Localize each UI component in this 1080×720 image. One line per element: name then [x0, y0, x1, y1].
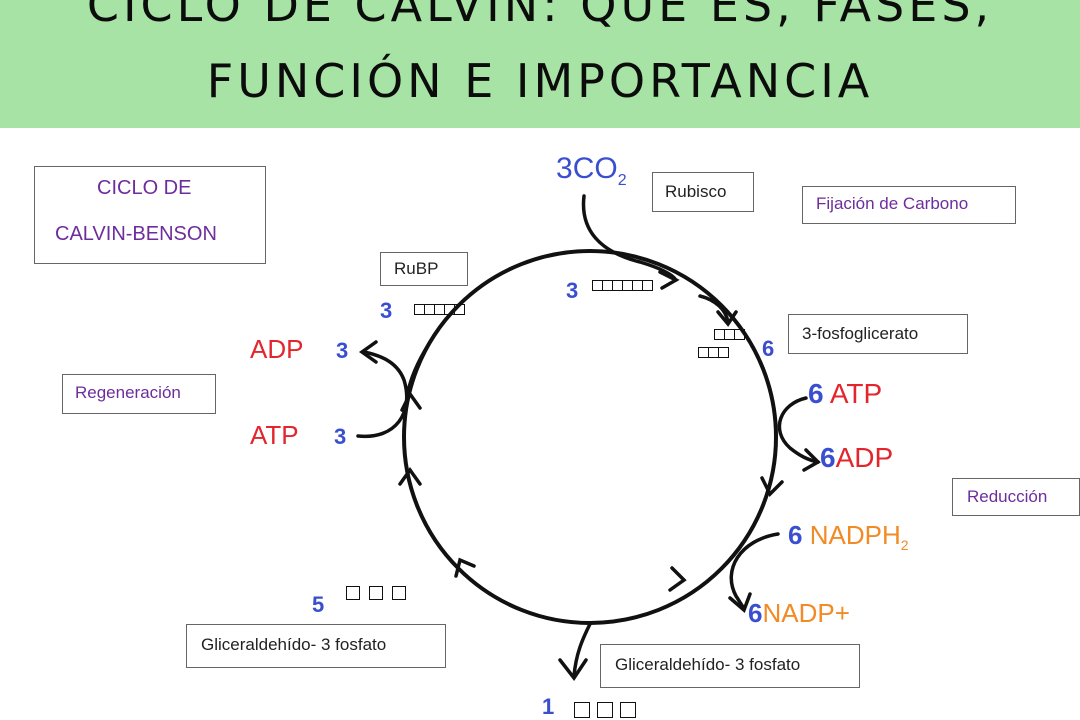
pga-count: 6: [762, 336, 775, 361]
atp-adp-arrow: [777, 396, 821, 472]
cycle-title-line-1: CICLO DE: [97, 177, 192, 199]
nadph-label: 6 NADPH2: [788, 520, 909, 553]
g3p-output-box: Gliceraldehído- 3 fosfato: [600, 644, 860, 688]
atp-in-text: ATP: [829, 378, 883, 409]
g3p-out-count: 1: [542, 694, 555, 719]
co2-count: 3: [556, 152, 573, 185]
atp-in-label: 6 ATP: [808, 378, 882, 410]
cycle-title-box: CICLO DE CALVIN-BENSON: [34, 166, 266, 264]
g3p-regen-box: Gliceraldehído- 3 fosfato: [186, 624, 446, 668]
six-carbon-chain: [592, 279, 653, 291]
regeneration-energy-arrow: [356, 340, 409, 439]
regen-atp-text: ATP: [250, 420, 299, 450]
rubp-count: 3: [380, 298, 393, 323]
g3p-regen-chain: [346, 586, 406, 600]
co2-formula: CO: [572, 152, 618, 185]
pga-label: 3-fosfoglicerato: [802, 324, 919, 343]
phase-regeneration-box: Regeneración: [62, 374, 216, 414]
co2-subscript: 2: [617, 172, 627, 189]
co2-label: 3CO2: [556, 152, 627, 190]
regen-atp-count: 3: [334, 424, 347, 449]
phase-fixation-box: Fijación de Carbono: [802, 186, 1016, 224]
phase-regeneration-label: Regeneración: [75, 383, 181, 402]
nadp-text: NADP+: [762, 598, 850, 628]
regen-adp-text: ADP: [250, 334, 304, 364]
adp-out-label: 6ADP: [820, 442, 893, 474]
page-title-line-1: CICLO DE CALVIN: QUÉ ES, FASES,: [86, 0, 994, 32]
rubp-box: RuBP: [380, 252, 468, 286]
g3p-output-arrow: [558, 622, 592, 681]
rubisco-label: Rubisco: [665, 182, 727, 201]
nadp-label: 6NADP+: [748, 598, 850, 629]
cycle-direction-arrows: [398, 390, 784, 592]
phase-reduction-label: Reducción: [967, 487, 1048, 506]
rubisco-box: Rubisco: [652, 172, 754, 212]
g3p-output-label: Gliceraldehído- 3 fosfato: [615, 655, 801, 674]
adp-out-count: 6: [820, 442, 836, 473]
regen-adp-count: 3: [336, 338, 349, 363]
pga-chain-bottom: [698, 346, 729, 358]
six-carbon-count: 3: [566, 278, 579, 303]
phase-fixation-label: Fijación de Carbono: [816, 194, 969, 213]
atp-in-count: 6: [808, 378, 824, 409]
nadph-subscript: 2: [900, 537, 909, 554]
title-banner: CICLO DE CALVIN: QUÉ ES, FASES, FUNCIÓN …: [0, 0, 1080, 128]
nadph-text: NADPH: [809, 520, 901, 550]
phase-reduction-box: Reducción: [952, 478, 1080, 516]
pga-chain-top: [714, 328, 745, 340]
g3p-regen-label: Gliceraldehído- 3 fosfato: [201, 635, 387, 654]
cycle-title-line-2: CALVIN-BENSON: [55, 223, 217, 245]
page-title-line-2: FUNCIÓN E IMPORTANCIA: [206, 54, 874, 108]
co2-entry-arrow: [581, 194, 738, 327]
pga-box: 3-fosfoglicerato: [788, 314, 968, 354]
nadph-arrow: [728, 532, 780, 613]
rubp-link: [406, 328, 440, 394]
rubp-chain: [414, 303, 465, 315]
adp-out-text: ADP: [835, 442, 894, 473]
g3p-regen-count: 5: [312, 592, 325, 617]
nadp-count: 6: [748, 598, 763, 628]
g3p-out-chain: [574, 702, 636, 718]
rubp-label: RuBP: [394, 259, 439, 278]
nadph-count: 6: [788, 520, 803, 550]
